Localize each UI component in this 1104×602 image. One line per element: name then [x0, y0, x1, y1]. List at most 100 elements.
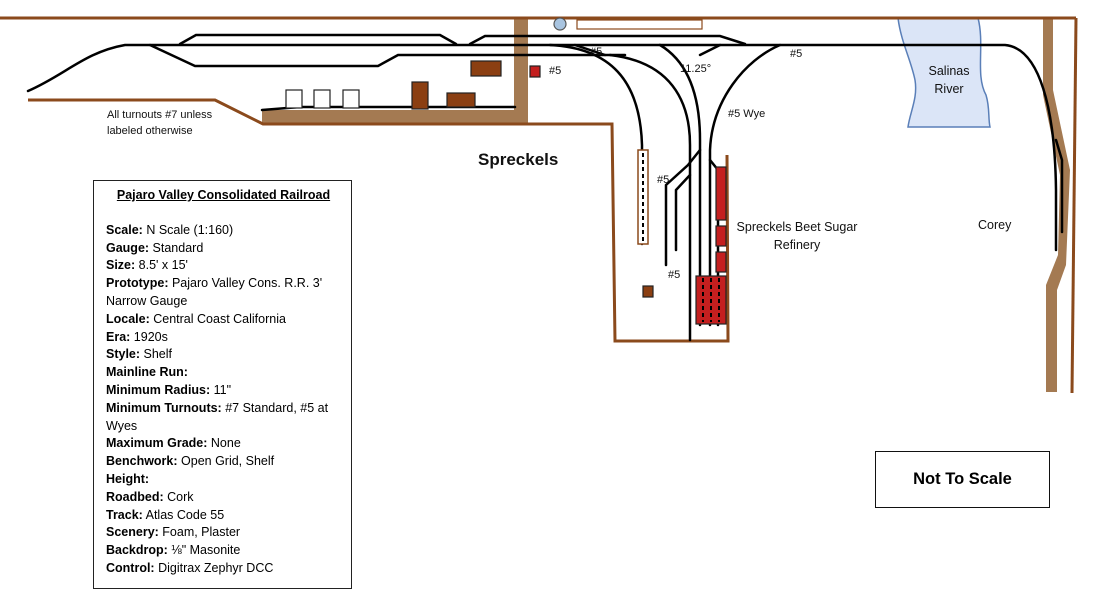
spec-row: Backdrop: ⅛" Masonite: [106, 542, 341, 560]
water-tower-icon: [553, 17, 567, 31]
refinery-spur-1: [674, 173, 692, 252]
backdrop-upper-vertical: [514, 18, 528, 124]
spec-key: Style:: [106, 347, 141, 362]
spec-key: Benchwork:: [106, 454, 178, 469]
spec-key: Scale:: [106, 222, 143, 237]
refinery-label-line-2: Refinery: [774, 238, 821, 252]
spec-value: None: [207, 436, 241, 451]
spec-value: Shelf: [140, 347, 173, 362]
spreckels-label: Spreckels: [478, 150, 558, 169]
turnout-note-line-2: labeled otherwise: [107, 125, 193, 137]
turnout-label-low: #5: [668, 269, 680, 281]
corey-spur: [1054, 138, 1064, 234]
spec-row: Minimum Turnouts: #7 Standard, #5 at Wye…: [106, 400, 341, 436]
refinery-building-2: [715, 225, 727, 247]
spec-value: Standard: [149, 240, 204, 255]
spec-value: #7 Standard, #5 at Wyes: [106, 400, 329, 433]
spec-row: Height:: [106, 471, 341, 489]
refinery-track-dashes: [702, 278, 720, 322]
turnout-label-top-left: #5: [549, 65, 561, 77]
spec-row: Prototype: Pajaro Valley Cons. R.R. 3' N…: [106, 275, 341, 311]
spec-key: Prototype:: [106, 276, 169, 291]
crossover-right: [698, 43, 722, 57]
spec-row: Style: Shelf: [106, 346, 341, 364]
spec-key: Maximum Grade:: [106, 436, 208, 451]
spec-value: Digitrax Zephyr DCC: [154, 560, 274, 575]
spec-key: Scenery:: [106, 525, 159, 540]
spec-key: Locale:: [106, 311, 150, 326]
spec-value: Central Coast California: [149, 311, 286, 326]
angle-label: 11.25°: [680, 63, 711, 75]
spec-value: Cork: [163, 489, 194, 504]
building-house-1: [285, 89, 303, 109]
spec-row: Benchwork: Open Grid, Shelf: [106, 453, 341, 471]
spec-value: 1920s: [130, 329, 168, 344]
crossover-left: [573, 43, 607, 57]
corey-label: Corey: [978, 218, 1012, 232]
spec-key: Backdrop:: [106, 543, 168, 558]
mainline-track: [26, 43, 1058, 252]
benchwork-right-edge: [1070, 17, 1078, 394]
spec-row: Control: Digitrax Zephyr DCC: [106, 560, 341, 578]
benchwork-outline: [0, 16, 1078, 394]
spec-key: Control:: [106, 560, 155, 575]
spec-value: Foam, Plaster: [158, 525, 241, 540]
benchwork-left-spur-edge: [28, 98, 730, 343]
refinery-label-line-1: Spreckels Beet Sugar: [737, 220, 858, 234]
spec-row: Roadbed: Cork: [106, 489, 341, 507]
spec-key: Track:: [106, 507, 143, 522]
yard-ladder-lower: [148, 43, 627, 68]
spec-key: Roadbed:: [106, 489, 164, 504]
building-warehouse-tall: [411, 81, 429, 110]
spec-row: Minimum Radius: 11": [106, 382, 341, 400]
turnout-label-top-mid: #5: [590, 46, 602, 58]
siding-track: [468, 34, 747, 46]
structures: [285, 17, 727, 325]
spec-value: Atlas Code 55: [142, 507, 225, 522]
layout-specs-panel: Pajaro Valley Consolidated Railroad Scal…: [93, 180, 352, 589]
spec-row: Maximum Grade: None: [106, 435, 341, 453]
wye-left-leg: [658, 43, 702, 327]
refinery-spur-2: [664, 148, 702, 267]
spec-value: ⅛" Masonite: [167, 543, 241, 558]
spec-key: Minimum Turnouts:: [106, 400, 222, 415]
salinas-river-label-line-2: River: [934, 82, 963, 96]
building-red-shed: [529, 65, 541, 78]
track: [26, 33, 1064, 342]
spec-key: Height:: [106, 471, 150, 486]
descending-branch-left: [548, 43, 644, 246]
building-house-3: [342, 89, 360, 109]
spec-row: Mainline Run:: [106, 364, 341, 382]
spec-value: 11": [210, 382, 232, 397]
descending-branch-main: [608, 53, 692, 342]
spec-value: Pajaro Valley Cons. R.R. 3' Narrow Gauge: [106, 276, 323, 308]
salinas-river-label-line-1: Salinas: [929, 64, 970, 78]
turnout-label-top-right: #5: [790, 48, 802, 60]
not-to-scale-label: Not To Scale: [913, 470, 1012, 488]
spec-row: Scale: N Scale (1:160): [106, 222, 341, 240]
spec-key: Gauge:: [106, 240, 150, 255]
turnout-note-line-1: All turnouts #7 unless: [107, 109, 213, 121]
spec-key: Era:: [106, 329, 131, 344]
turnout-label-mid: #5: [657, 174, 669, 186]
spec-key: Minimum Radius:: [106, 382, 211, 397]
backdrop-lower-horizontal: [262, 110, 528, 124]
spec-row: Gauge: Standard: [106, 240, 341, 258]
spec-value: Open Grid, Shelf: [177, 454, 275, 469]
spec-row: Size: 8.5' x 15': [106, 257, 341, 275]
spec-row: Era: 1920s: [106, 329, 341, 347]
spec-value: N Scale (1:160): [142, 222, 234, 237]
not-to-scale-box: Not To Scale: [875, 451, 1050, 508]
refinery-building-3: [715, 251, 727, 273]
building-house-2: [313, 89, 331, 109]
spec-value: 8.5' x 15': [135, 258, 188, 273]
spec-row: Locale: Central Coast California: [106, 311, 341, 329]
building-warehouse-low: [446, 92, 476, 108]
spec-row: Scenery: Foam, Plaster: [106, 524, 341, 542]
layout-title: Pajaro Valley Consolidated Railroad: [116, 188, 331, 202]
spec-key: Mainline Run:: [106, 365, 188, 380]
spec-row: Track: Atlas Code 55: [106, 507, 341, 525]
refinery-building-1: [715, 166, 727, 221]
